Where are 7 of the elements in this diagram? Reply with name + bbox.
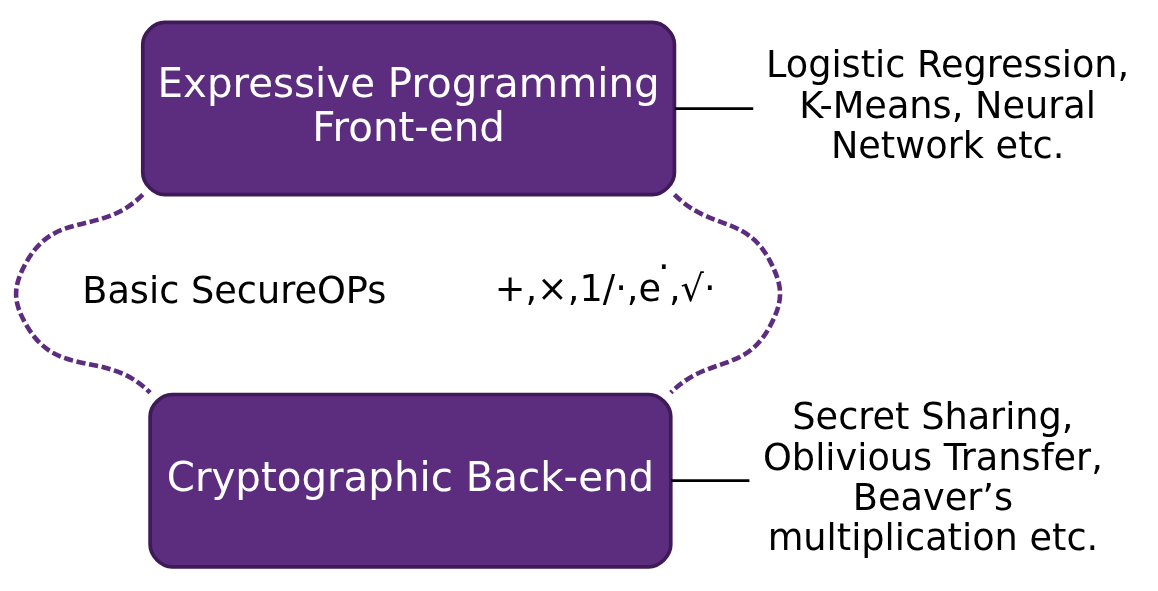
node-box: Cryptographic Back-end: [148, 392, 673, 569]
node-label: Secret Sharing, Oblivious Transfer, Beaver’s multiplication etc.: [763, 395, 1103, 560]
label: Basic SecureOPs: [82, 268, 387, 312]
node-box: Expressive Programming Front-end: [140, 20, 677, 197]
node-label: Logistic Regression, K-Means, Neural Network etc.: [765, 43, 1130, 167]
connector: [669, 192, 783, 395]
connector: [13, 192, 152, 395]
